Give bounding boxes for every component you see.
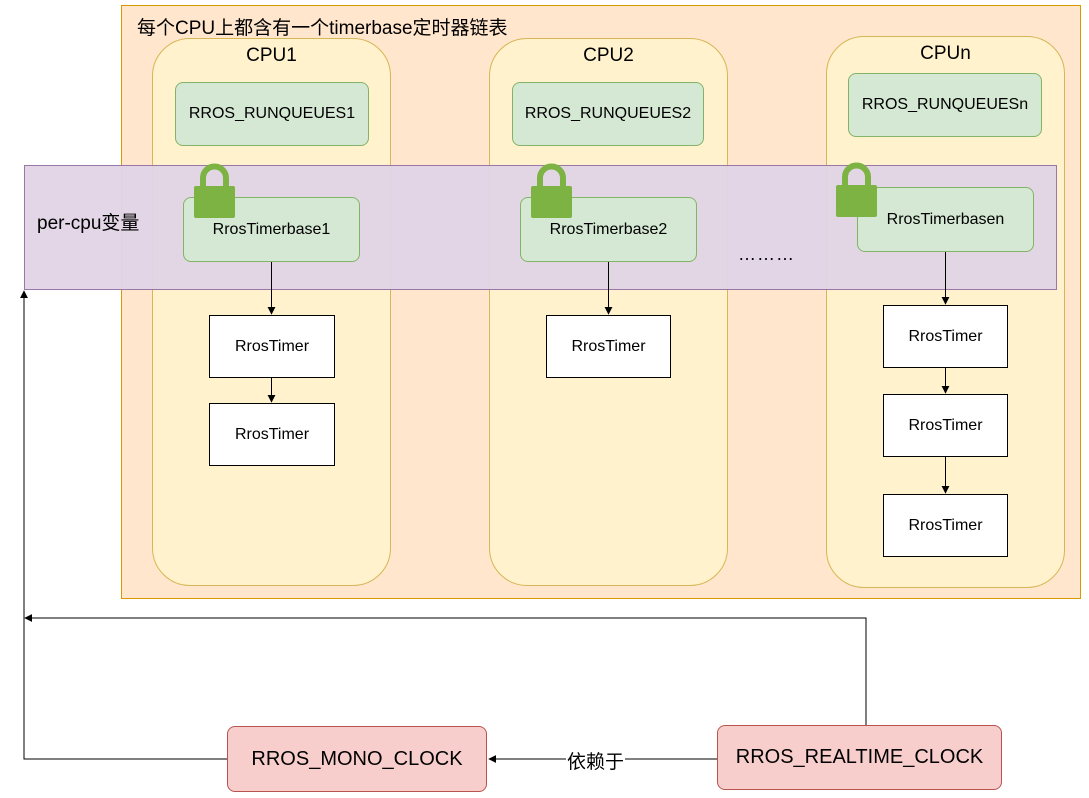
timer-box: RrosTimer	[209, 315, 335, 378]
timerbase-box: RrosTimerbasen	[857, 187, 1034, 252]
padlock-icon	[836, 162, 877, 217]
padlock-icon	[531, 163, 572, 218]
timer-box: RrosTimer	[883, 394, 1008, 457]
timer-box: RrosTimer	[883, 305, 1008, 368]
cpu-title: CPU1	[246, 45, 297, 66]
dependency-label: 依赖于	[566, 747, 626, 774]
padlock-icon	[194, 163, 235, 218]
runqueue-box: RROS_RUNQUEUES1	[175, 82, 369, 146]
timer-box: RrosTimer	[209, 403, 335, 466]
ellipsis: ………	[738, 244, 795, 264]
mono-clock-box: RROS_MONO_CLOCK	[227, 726, 487, 792]
arrow-mono-to-percpu	[20, 290, 227, 760]
realtime-clock-box: RROS_REALTIME_CLOCK	[717, 725, 1002, 790]
per-cpu-label: per-cpu变量	[37, 213, 140, 234]
timer-box: RrosTimer	[883, 494, 1008, 557]
cpu-title: CPUn	[920, 43, 971, 64]
cpu-title: CPU2	[583, 45, 634, 66]
timer-box: RrosTimer	[546, 315, 671, 378]
arrow-realtime-to-percpu	[24, 614, 867, 725]
runqueue-box: RROS_RUNQUEUES2	[512, 82, 704, 146]
runqueue-box: RROS_RUNQUEUESn	[848, 73, 1042, 137]
container-title: 每个CPU上都含有一个timerbase定时器链表	[137, 18, 508, 39]
